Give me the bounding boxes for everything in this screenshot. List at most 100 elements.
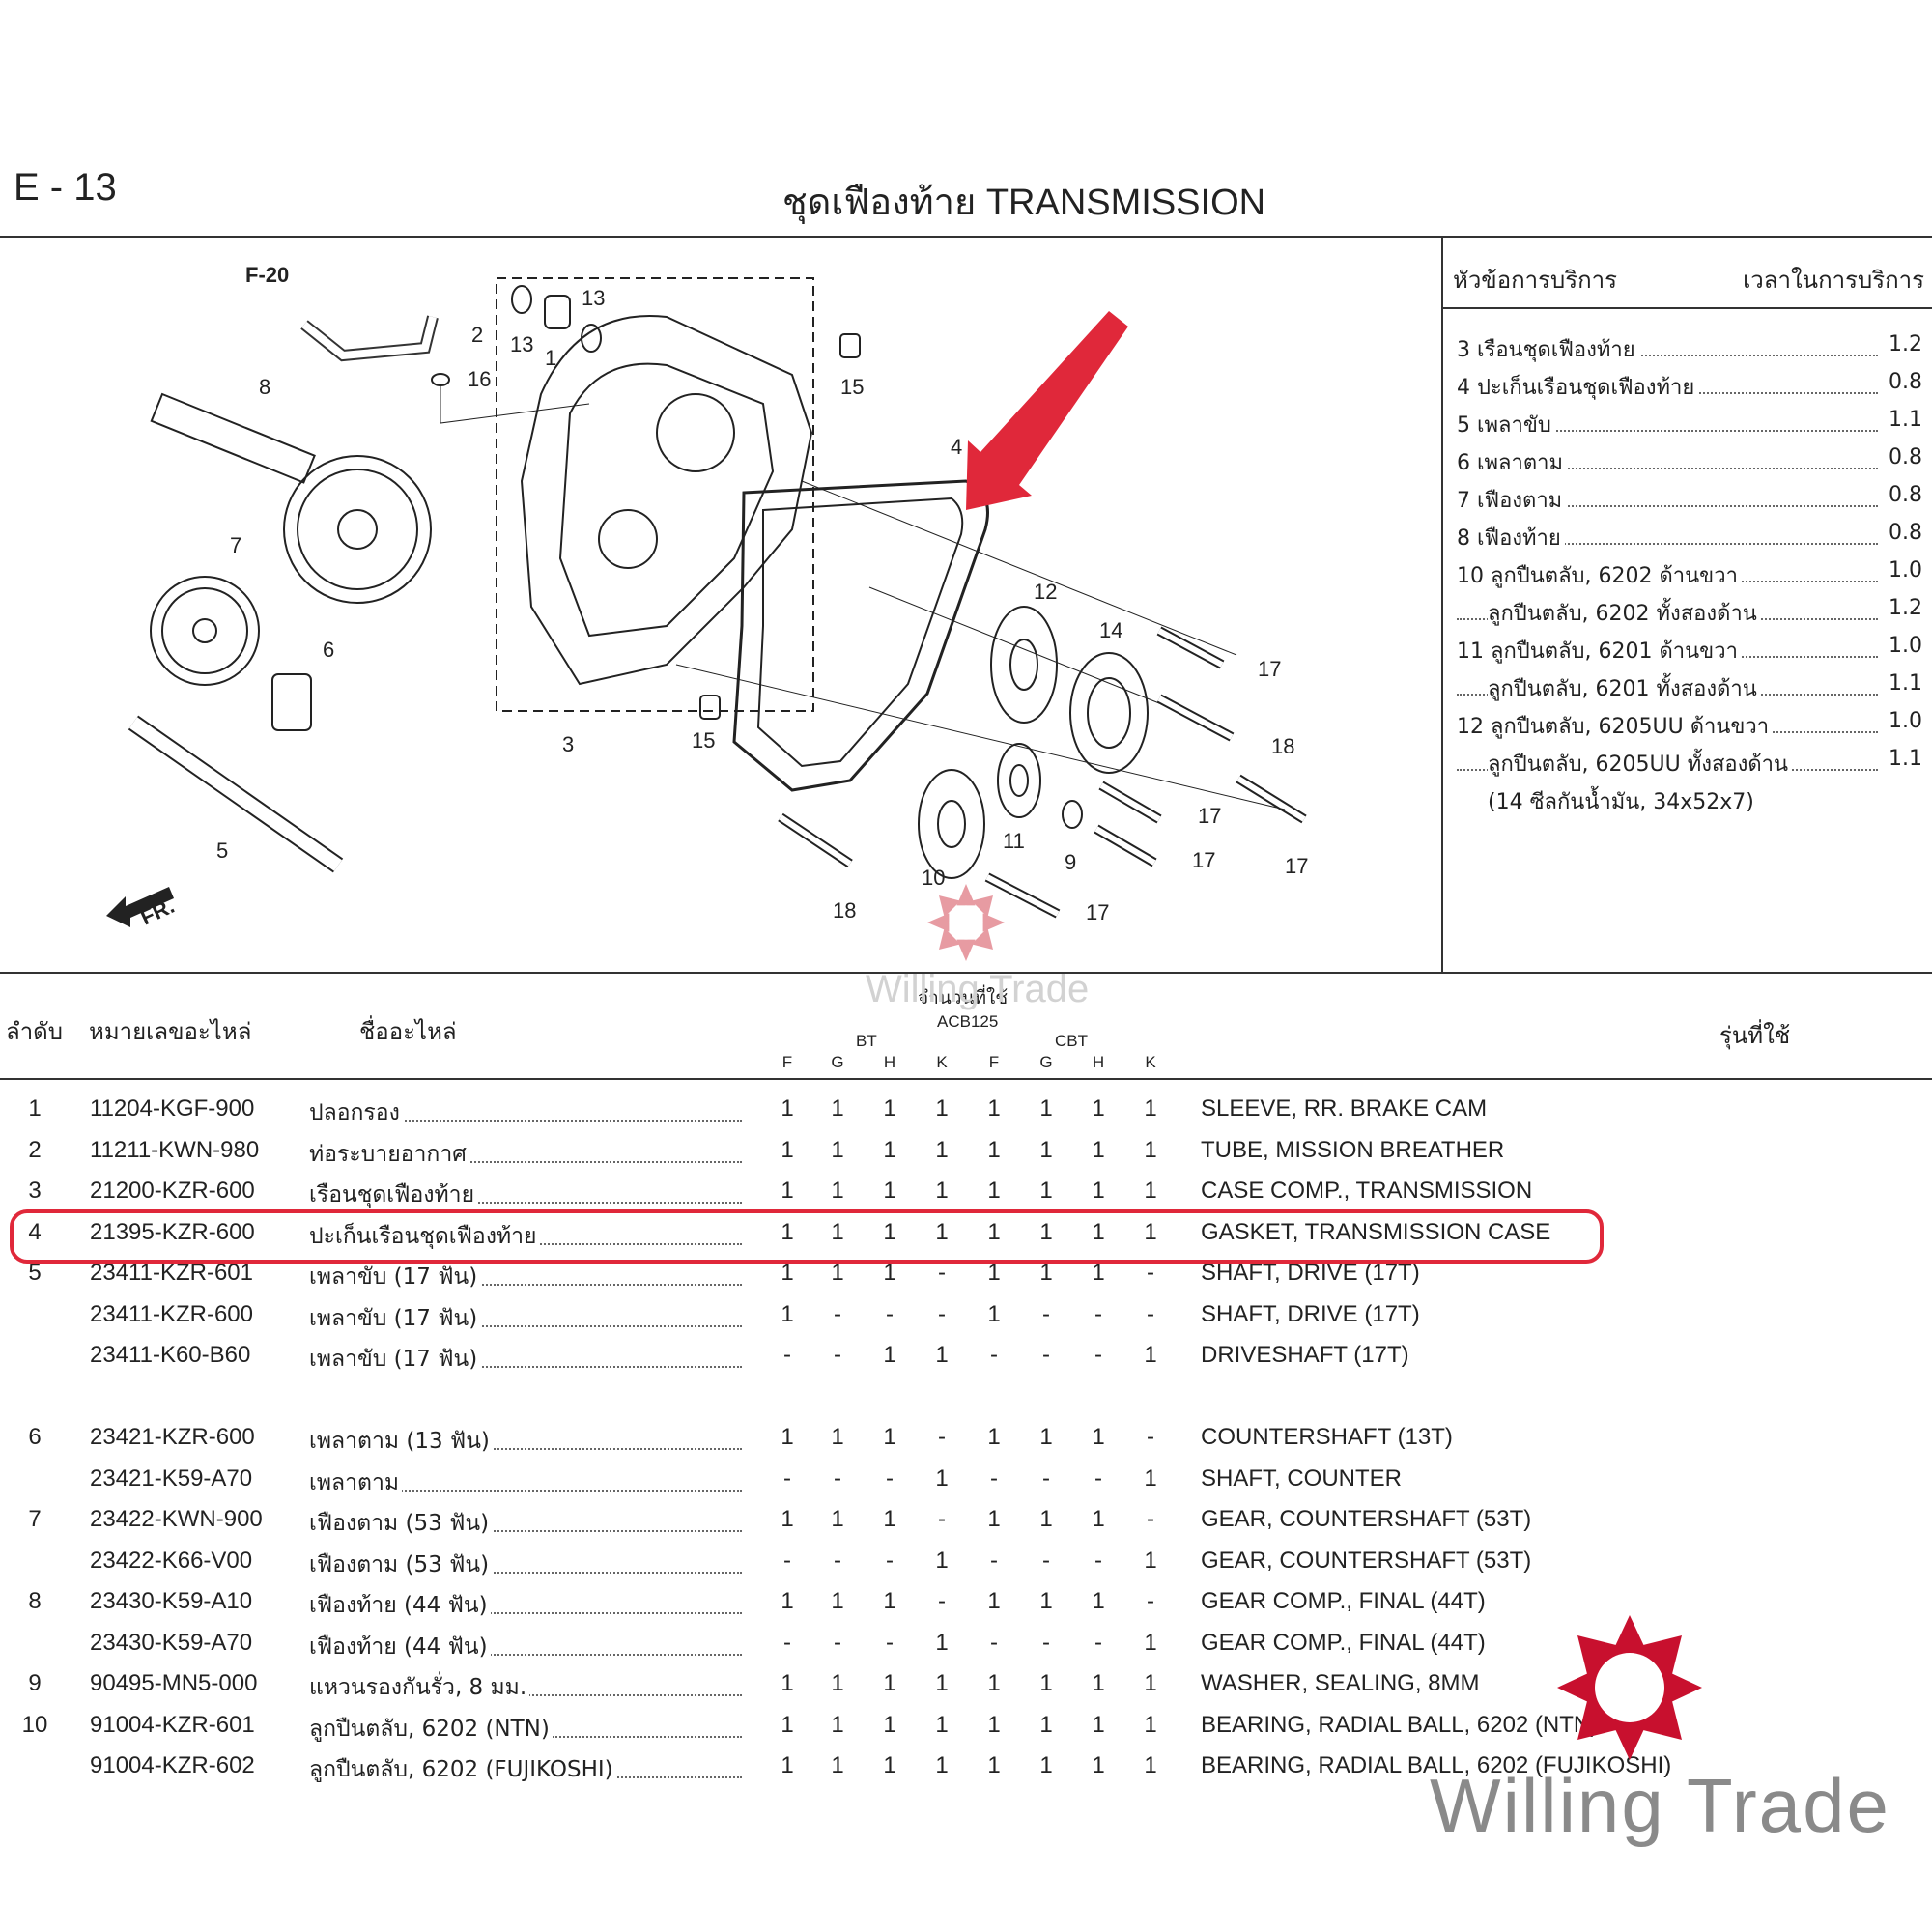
- quantity-cell: -: [1147, 1300, 1154, 1327]
- quantity-cell: -: [1147, 1588, 1154, 1614]
- callout-5: 5: [216, 838, 228, 863]
- quantity-cell: 1: [781, 1136, 794, 1163]
- service-item-value: 1.0: [1885, 709, 1922, 733]
- sub-column-header: F: [988, 1053, 1000, 1071]
- part-name-leader: [309, 1324, 742, 1327]
- service-item-text: 4 ปะเก็นเรือนชุดเฟืองท้าย: [1457, 370, 1699, 404]
- col-model-header: รุ่นที่ใช้: [1719, 1022, 1791, 1049]
- part-number: 23430-K59-A70: [90, 1629, 253, 1656]
- callout-17a: 17: [1258, 657, 1281, 681]
- quantity-cell: -: [886, 1300, 894, 1327]
- row-number: 8: [28, 1588, 42, 1614]
- part-number: 23411-KZR-601: [90, 1260, 253, 1286]
- quantity-cell: 1: [987, 1506, 1001, 1532]
- service-item-text: ลูกปืนตลับ, 6205UU ทั้งสองด้าน: [1488, 747, 1793, 781]
- service-item-text: (14 ซีลกันน้ำมัน, 34x52x7): [1488, 784, 1758, 818]
- quantity-cell: 1: [987, 1260, 1001, 1286]
- col-no-header: ลำดับ: [6, 1018, 64, 1045]
- part-name-thai-text: เฟืองท้าย (44 ฟัน): [309, 1634, 491, 1660]
- quantity-cell: -: [938, 1588, 946, 1614]
- part-number: 23421-KZR-600: [90, 1424, 255, 1450]
- callout-13b: 13: [582, 286, 605, 310]
- diagram-svg: F-20 FR. 1 2 3 4 5 6 7 8 9 10 11 12 13 1…: [106, 263, 1308, 930]
- quantity-cell: 1: [883, 1136, 896, 1163]
- part-name-leader: [309, 1571, 742, 1574]
- part-name-english: COUNTERSHAFT (13T): [1201, 1424, 1453, 1450]
- part-name-thai: ลูกปืนตลับ, 6202 (FUJIKOSHI): [309, 1752, 742, 1787]
- part-name-thai-text: เพลาขับ (17 ฟัน): [309, 1264, 481, 1290]
- sub-column-header: F: [781, 1053, 793, 1071]
- quantity-cell: 1: [781, 1506, 794, 1532]
- quantity-cell: 1: [1092, 1711, 1105, 1738]
- part-name-thai-text: เพลาขับ (17 ฟัน): [309, 1305, 481, 1331]
- quantity-cell: -: [834, 1464, 841, 1492]
- service-item-leader: [1457, 505, 1878, 507]
- quantity-cell: 1: [1039, 1752, 1053, 1778]
- part-name-thai: เพลาขับ (17 ฟัน): [309, 1301, 742, 1336]
- quantity-cell: 1: [1039, 1424, 1053, 1450]
- page-code: E - 13: [14, 166, 117, 209]
- part-name-thai: เพลาขับ (17 ฟัน): [309, 1260, 742, 1294]
- callout-1: 1: [545, 346, 556, 370]
- watermark-logo-big-icon: [1557, 1615, 1702, 1760]
- service-header: หัวข้อการบริการ เวลาในการบริการ: [1453, 261, 1924, 299]
- quantity-cell: 1: [883, 1260, 896, 1286]
- quantity-cell: -: [1094, 1629, 1102, 1656]
- quantity-cell: 1: [987, 1588, 1001, 1614]
- quantity-cell: -: [938, 1424, 946, 1450]
- part-name-thai-text: เฟืองท้าย (44 ฟัน): [309, 1593, 491, 1618]
- quantity-cell: -: [1042, 1464, 1050, 1492]
- quantity-cell: 1: [1144, 1752, 1157, 1778]
- quantity-cell: 1: [781, 1260, 794, 1286]
- quantity-cell: -: [783, 1342, 791, 1368]
- callout-16: 16: [468, 367, 491, 391]
- service-item-text: ลูกปืนตลับ, 6201 ทั้งสองด้าน: [1488, 671, 1761, 705]
- part-name-thai-text: ลูกปืนตลับ, 6202 (NTN): [309, 1716, 553, 1742]
- quantity-cell: 1: [935, 1218, 949, 1245]
- part-name-thai-text: เฟืองตาม (53 ฟัน): [309, 1551, 493, 1577]
- quantity-cell: 1: [1092, 1424, 1105, 1450]
- quantity-cell: 1: [831, 1752, 844, 1778]
- quantity-cell: 1: [831, 1711, 844, 1738]
- service-item-text: 6 เพลาตาม: [1457, 445, 1567, 479]
- quantity-cell: 1: [831, 1588, 844, 1614]
- quantity-cell: -: [886, 1629, 894, 1656]
- row-number: 9: [28, 1670, 42, 1696]
- quantity-cell: -: [1094, 1300, 1102, 1327]
- part-name-english: BEARING, RADIAL BALL, 6202 (FUJIKOSHI): [1201, 1752, 1672, 1778]
- quantity-cell: 1: [781, 1588, 794, 1614]
- quantity-cell: 1: [831, 1260, 844, 1286]
- quantity-cell: -: [1042, 1300, 1050, 1327]
- quantity-cell: 1: [781, 1178, 794, 1204]
- callout-8: 8: [259, 375, 270, 399]
- service-item-value: 1.2: [1885, 332, 1922, 356]
- quantity-cell: -: [886, 1464, 894, 1492]
- service-item-leader: [1457, 355, 1878, 356]
- header-divider: [0, 236, 1932, 238]
- service-item-text: 10 ลูกปืนตลับ, 6202 ด้านขวา: [1457, 558, 1742, 592]
- quantity-cell: 1: [1092, 1095, 1105, 1122]
- quantity-cell: -: [938, 1506, 946, 1532]
- part-name-english: GASKET, TRANSMISSION CASE: [1201, 1218, 1551, 1245]
- callout-13a: 13: [510, 332, 533, 356]
- service-item-text: 5 เพลาขับ: [1457, 408, 1555, 441]
- quantity-cell: -: [834, 1629, 841, 1656]
- quantity-cell: -: [990, 1629, 998, 1656]
- part-name-english: DRIVESHAFT (17T): [1201, 1342, 1409, 1368]
- quantity-cell: -: [783, 1464, 791, 1492]
- row-number: 3: [28, 1178, 42, 1204]
- quantity-cell: 1: [1092, 1670, 1105, 1696]
- callout-17e: 17: [1285, 854, 1308, 878]
- part-number: 23421-K59-A70: [90, 1464, 253, 1492]
- service-item-leader: [1457, 430, 1878, 432]
- callout-15b: 15: [692, 728, 715, 753]
